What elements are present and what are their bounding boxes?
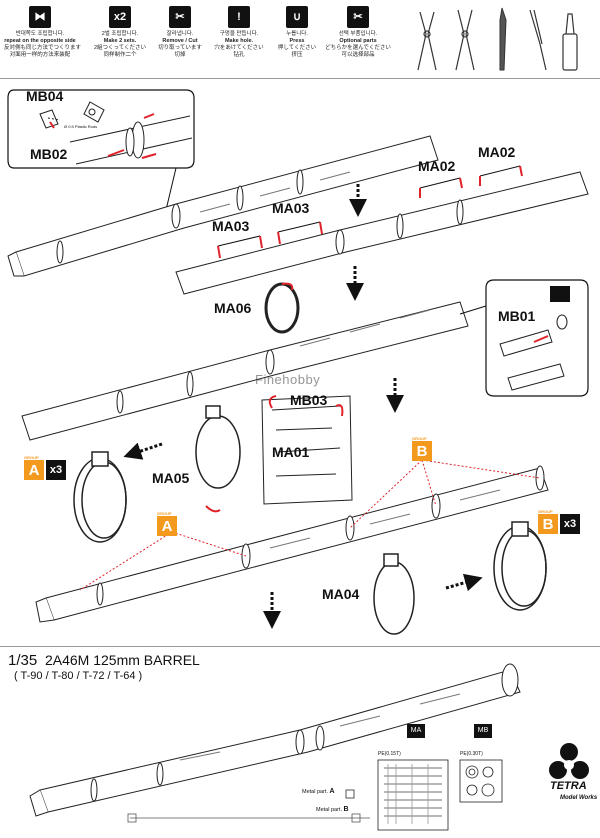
cut-icon: ✂ xyxy=(169,6,191,28)
label-ma03-a: MA03 xyxy=(212,218,250,234)
multiplier-left: x3 xyxy=(46,460,66,480)
scale-text: 1/35 xyxy=(8,652,38,669)
multiplier-right: x3 xyxy=(560,514,580,534)
drill-icon: ! xyxy=(228,6,250,28)
section-divider xyxy=(0,646,600,647)
group-tag-b-right: GROUP xyxy=(538,509,553,514)
label-ma01: MA01 xyxy=(272,444,310,460)
group-tag-b-top: GROUP xyxy=(412,436,427,441)
label-mb04: MB04 xyxy=(26,88,64,104)
legend-divider xyxy=(0,78,600,79)
pe-code-ma: PE(0.15T) xyxy=(378,751,401,757)
arrow-right xyxy=(445,573,483,592)
legend-press: ∪ 누릅니다. Press 押してください 挤压 xyxy=(261,6,333,59)
ma05-strap xyxy=(195,405,241,513)
assembly-diagram xyxy=(7,89,589,635)
legend-hole: ! 구멍을 만듭니다. Make hole. 穴をあけてください 钻孔 xyxy=(203,6,275,59)
pe-sheet-mb xyxy=(459,759,503,803)
label-ma02-a: MA02 xyxy=(418,158,456,174)
barrel-step-1 xyxy=(7,135,439,277)
tool-icons xyxy=(417,7,578,71)
final-barrel-diagram xyxy=(29,663,521,823)
pe-sheet-ma xyxy=(377,759,449,831)
label-ma06: MA06 xyxy=(214,300,252,316)
metal-rod-b xyxy=(127,813,370,823)
tank-variants: ( T-90 / T-80 / T-72 / T-64 ) xyxy=(14,670,143,682)
mirror-icon: ⧓ xyxy=(29,6,51,28)
left-clamp xyxy=(73,451,127,543)
group-b-top: B xyxy=(412,441,432,461)
right-clamp xyxy=(493,521,547,611)
barrel-step-2 xyxy=(175,165,589,295)
glue-bottle-icon xyxy=(562,13,578,71)
group-tag-a-mid: GROUP xyxy=(157,511,172,516)
callout-mb01 xyxy=(459,279,589,397)
label-mb02: MB02 xyxy=(30,146,68,162)
pe-sheets xyxy=(377,759,503,831)
knife-icon xyxy=(499,7,507,71)
barrel-step-4 xyxy=(35,459,549,623)
brand-name: TETRA xyxy=(550,780,587,792)
optional-icon xyxy=(550,286,570,302)
legend-two-sets: x2 2벌 조립합니다. Make 2 sets. 2組つくってください 同样制… xyxy=(84,6,156,59)
pliers-icon xyxy=(417,11,437,71)
optional-icon: ✂ xyxy=(347,6,369,28)
barrel-step-3 xyxy=(21,282,469,441)
pe-tag-mb: MB xyxy=(474,724,492,738)
group-b-right: B xyxy=(538,514,558,534)
callout-ma01 xyxy=(261,395,353,505)
label-ma04: MA04 xyxy=(322,586,360,602)
label-mb01: MB01 xyxy=(498,308,536,324)
metal-part-a xyxy=(345,789,355,799)
tweezers-icon xyxy=(529,9,547,71)
press-icon: ∪ xyxy=(286,6,308,28)
group-tag-a-left: GROUP xyxy=(24,455,39,460)
legend-repeat: ⧓ 반대쪽도 조립합니다. repeat on the opposite sid… xyxy=(4,6,81,59)
label-ma05: MA05 xyxy=(152,470,190,486)
product-title: 1/35 2A46M 125mm BARREL xyxy=(8,652,200,669)
metal-label-a: Metal part. A xyxy=(302,788,335,795)
ma04-strap xyxy=(373,553,415,635)
barrel-name: 2A46M 125mm BARREL xyxy=(44,652,200,668)
callout-mb-parts xyxy=(7,89,195,211)
label-mb03: MB03 xyxy=(290,392,328,408)
arrow-left xyxy=(123,442,163,460)
tetra-logo xyxy=(549,743,589,779)
x2-icon: x2 xyxy=(109,6,131,28)
pe-tag-ma: MA xyxy=(407,724,425,738)
group-a-mid: A xyxy=(157,516,177,536)
legend-cut: ✂ 잘라냅니다. Remove / Cut 切り取っています 切掉 xyxy=(144,6,216,59)
label-ma02-b: MA02 xyxy=(478,144,516,160)
watermark: Finehobby xyxy=(255,372,321,387)
pe-code-mb: PE(0.30T) xyxy=(460,751,483,757)
cutters-icon xyxy=(455,9,475,71)
group-a-left: A xyxy=(24,460,44,480)
brand-sub: Model Works xyxy=(560,795,598,801)
legend-optional: ✂ 선택 부품입니다. Optional parts どちらかを選んでください … xyxy=(322,6,394,59)
final-barrel xyxy=(29,663,521,817)
callout-note: Ø 0.5 Plastic Rods xyxy=(64,124,98,129)
label-ma03-b: MA03 xyxy=(272,200,310,216)
metal-label-b: Metal part. B xyxy=(316,806,349,813)
